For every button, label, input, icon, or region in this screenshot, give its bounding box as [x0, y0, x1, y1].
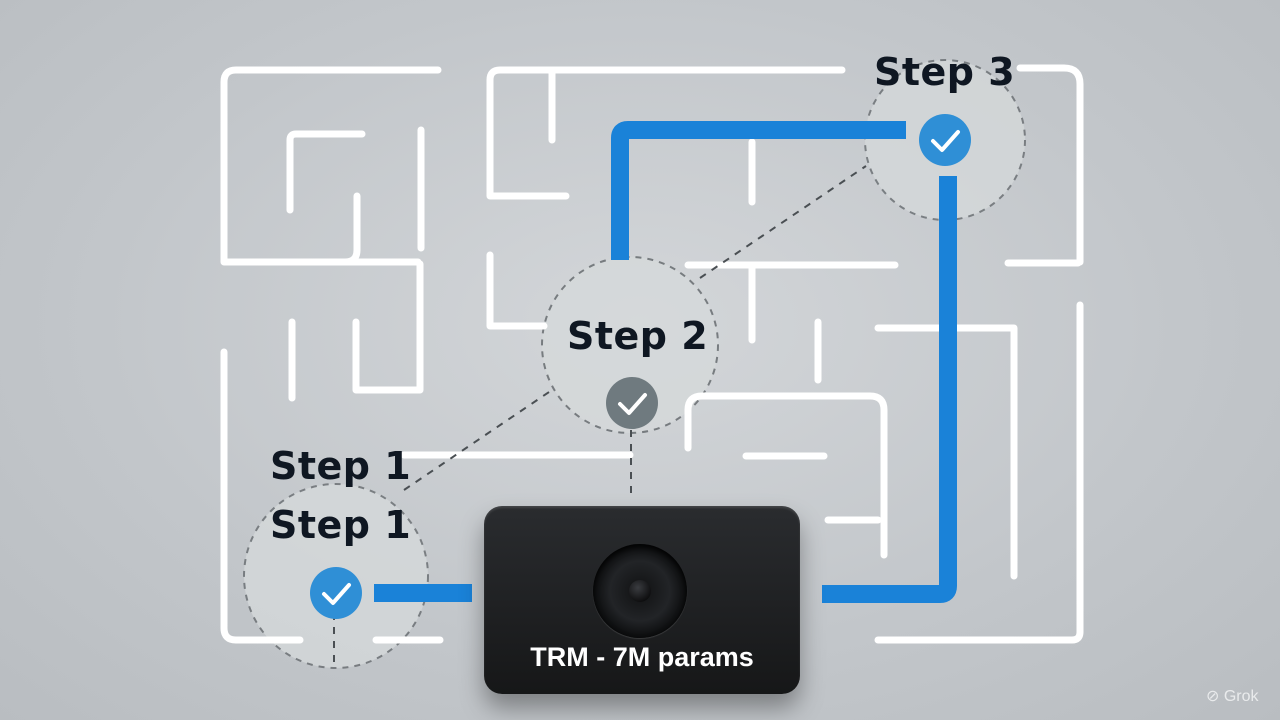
step1-label-top: Step 1 — [270, 444, 412, 488]
maze-walls — [220, 64, 1084, 644]
speaker-core — [629, 580, 651, 602]
watermark-text: Grok — [1223, 688, 1259, 705]
device-label: TRM - 7M params — [530, 642, 754, 672]
step1-check — [310, 567, 362, 619]
step3-label: Step 3 — [874, 50, 1016, 94]
step2-label: Step 2 — [567, 314, 709, 358]
step1-label: Step 1 — [270, 503, 412, 547]
step2-check — [606, 377, 658, 429]
speaker-icon — [593, 544, 687, 638]
solution-path — [374, 121, 957, 603]
step3-check — [919, 114, 971, 166]
trm-device: TRM - 7M params — [484, 506, 800, 694]
grok-logo-icon: ⊘ — [1206, 688, 1220, 705]
step2-halo — [541, 256, 719, 434]
grok-watermark: ⊘ Grok — [1206, 686, 1259, 706]
